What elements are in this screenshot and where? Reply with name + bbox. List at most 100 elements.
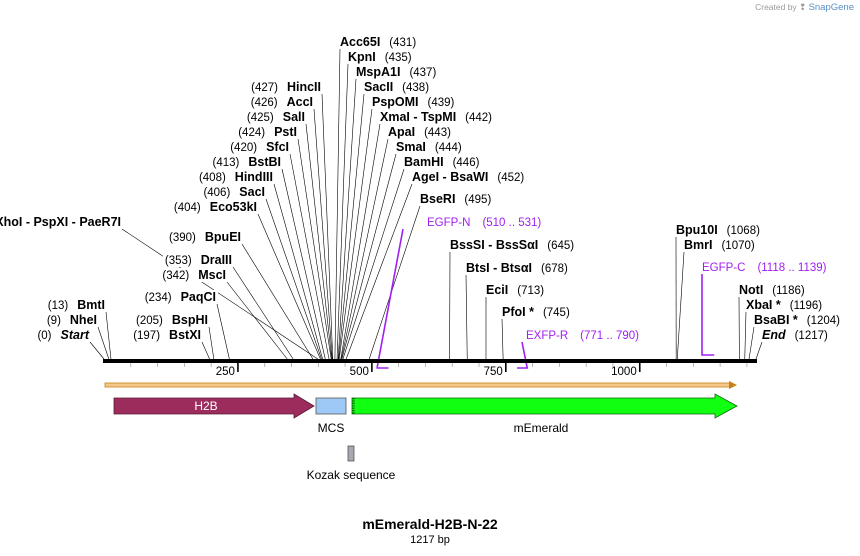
site-line-eco53ki (257, 213, 321, 360)
enzyme-eco53ki[interactable]: Eco53kI (210, 200, 257, 214)
enzyme-mspa1i[interactable]: MspA1I (356, 65, 400, 79)
site-position-bmri: (1070) (721, 240, 754, 252)
site-position-draiii: (353) (165, 255, 192, 267)
feature-memerald[interactable] (351, 393, 738, 419)
primer-mark-egfp-c (701, 274, 715, 356)
label-bg-psti (236, 125, 299, 139)
site-line-xbai (744, 311, 747, 360)
enzyme-bmri[interactable]: BmrI (684, 238, 712, 252)
label-bg-draiii (162, 253, 234, 267)
site-line-xhoi (121, 228, 318, 360)
label-bg-sacii (362, 80, 432, 94)
label-bg-bseri (418, 192, 494, 206)
label-bg-bsphi (134, 313, 210, 327)
site-line-agei (345, 183, 413, 360)
feature-h2b[interactable] (113, 393, 315, 419)
enzyme-noti[interactable]: NotI (739, 283, 763, 297)
enzyme-draiii[interactable]: DraIII (201, 253, 232, 267)
enzyme-bpu10i[interactable]: Bpu10I (676, 223, 718, 237)
site-line-sfci (289, 153, 330, 360)
site-position-paqci: (234) (145, 292, 172, 304)
enzyme-acci[interactable]: AccI (287, 95, 313, 109)
enzyme-sacii[interactable]: SacII (364, 80, 393, 94)
label-bg-bpuei (167, 230, 243, 244)
tick-label-750: 750 (484, 366, 503, 378)
enzyme-bsphi[interactable]: BspHI (172, 313, 208, 327)
label-bg-apai (386, 125, 453, 139)
plasmid-map: (431)Acc65I(435)KpnI(437)MspA1I(438)SacI… (0, 35, 843, 482)
site-position-pfoi: (745) (543, 307, 570, 319)
label-bg-pfoi (500, 305, 572, 319)
site-line-nhei (97, 326, 110, 360)
enzyme-sali[interactable]: SalI (283, 110, 305, 124)
label-bg-bsssi (448, 238, 577, 252)
feature-mcs[interactable] (315, 397, 347, 415)
primer-range-exfp-r: (771 .. 790) (580, 330, 639, 342)
site-line-bamhi (342, 168, 405, 360)
label-bg-xbai (744, 298, 825, 312)
site-line-mspa1i (337, 78, 357, 360)
enzyme-xbai[interactable]: XbaI * (746, 298, 781, 312)
site-position-saci: (406) (203, 187, 230, 199)
enzyme-paqci[interactable]: PaqCI (181, 290, 216, 304)
site-line-msci (226, 281, 288, 360)
enzyme-xhoi[interactable]: XhoI - PspXI - PaeR7I (0, 215, 121, 229)
enzyme-apai[interactable]: ApaI (388, 125, 415, 139)
site-position-kpni: (435) (385, 52, 412, 64)
enzyme-sfci[interactable]: SfcI (266, 140, 289, 154)
enzyme-bsabi[interactable]: BsaBI * (754, 313, 798, 327)
site-position-bsssi: (645) (547, 240, 574, 252)
label-bg-sali (244, 110, 307, 124)
enzyme-pfoi[interactable]: PfoI * (502, 305, 534, 319)
primer-mark-egfp-n (376, 228, 404, 369)
enzyme-bstbi[interactable]: BstBI (248, 155, 281, 169)
enzyme-end[interactable]: End (762, 328, 786, 342)
site-position-sali: (425) (247, 112, 274, 124)
enzyme-agei[interactable]: AgeI - BsaWI (412, 170, 488, 184)
primer-egfp-n[interactable]: EGFP-N (427, 217, 470, 229)
enzyme-hindiii[interactable]: HindIII (235, 170, 273, 184)
enzyme-saci[interactable]: SacI (239, 185, 265, 199)
enzyme-bpuei[interactable]: BpuEI (205, 230, 241, 244)
site-line-paqci (216, 303, 230, 360)
enzyme-bsssi[interactable]: BssSI - BssSαI (450, 238, 538, 252)
enzyme-pspomi[interactable]: PspOMI (372, 95, 419, 109)
label-bg-mspa1i (354, 65, 439, 79)
site-line-hindiii (273, 183, 323, 360)
enzyme-msci[interactable]: MscI (198, 268, 226, 282)
enzyme-xmai[interactable]: XmaI - TspMI (380, 110, 456, 124)
enzyme-ecii[interactable]: EciI (486, 283, 508, 297)
label-bg-end (760, 328, 830, 342)
feature-kozak-sequence[interactable] (347, 445, 355, 462)
enzyme-smai[interactable]: SmaI (396, 140, 426, 154)
enzyme-bamhi[interactable]: BamHI (404, 155, 444, 169)
site-position-noti: (1186) (772, 285, 805, 297)
label-bg-msci (160, 268, 228, 282)
site-line-apai (341, 138, 389, 360)
site-position-start: (0) (37, 330, 51, 342)
label-bg-saci (201, 185, 267, 199)
label-bg-btsi (464, 261, 570, 275)
enzyme-bmti[interactable]: BmtI (77, 298, 105, 312)
site-position-smai: (444) (435, 142, 462, 154)
primer-egfp-c[interactable]: EGFP-C (702, 262, 745, 274)
site-position-end: (1217) (795, 330, 828, 342)
primer-exfp-r[interactable]: EXFP-R (526, 330, 568, 342)
site-position-acc65i: (431) (389, 37, 416, 49)
label-bg-ecii (484, 283, 547, 297)
enzyme-btsi[interactable]: BtsI - BtsαI (466, 261, 532, 275)
enzyme-bseri[interactable]: BseRI (420, 192, 455, 206)
enzyme-psti[interactable]: PstI (274, 125, 297, 139)
enzyme-nhei[interactable]: NheI (70, 313, 97, 327)
site-position-sfci: (420) (230, 142, 257, 154)
enzyme-bstxi[interactable]: BstXI (169, 328, 201, 342)
primer-mark-exfp-r (517, 341, 529, 369)
site-position-pspomi: (439) (428, 97, 455, 109)
label-bg-bpu10i (674, 223, 762, 237)
enzyme-acc65i[interactable]: Acc65I (340, 35, 380, 49)
site-position-nhei: (9) (47, 315, 61, 327)
enzyme-hincii[interactable]: HincII (287, 80, 321, 94)
site-position-ecii: (713) (517, 285, 544, 297)
enzyme-start[interactable]: Start (61, 328, 90, 342)
enzyme-kpni[interactable]: KpnI (348, 50, 376, 64)
